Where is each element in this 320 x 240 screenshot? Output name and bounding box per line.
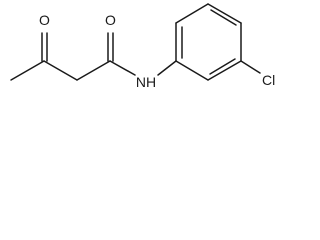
bond-ketone-carbon-methylene [43,60,78,81]
atom-label-amide-nitrogen: NH [136,74,156,90]
bond-methylene-amide-carbon [76,60,111,81]
atom-label-chlorine: Cl [262,72,275,88]
atom-label-amide-oxygen: O [105,12,116,28]
ring-inner-double-2 [210,9,237,26]
bond-nitrogen-ring [157,60,177,76]
chemical-structure-diagram: O O NH Cl [10,3,275,90]
bond-methyl-ketone-carbon [10,60,45,81]
ring-inner-double-3 [209,58,236,75]
ring-bond-3 [207,3,242,24]
atom-label-ketone-oxygen: O [39,12,50,28]
ring-bond-5 [207,60,242,81]
bond-ring-chlorine [240,60,261,74]
bond-amide-carbon-nitrogen [109,60,136,76]
ring-bond-2 [175,3,209,24]
ring-bond-6 [175,60,209,81]
